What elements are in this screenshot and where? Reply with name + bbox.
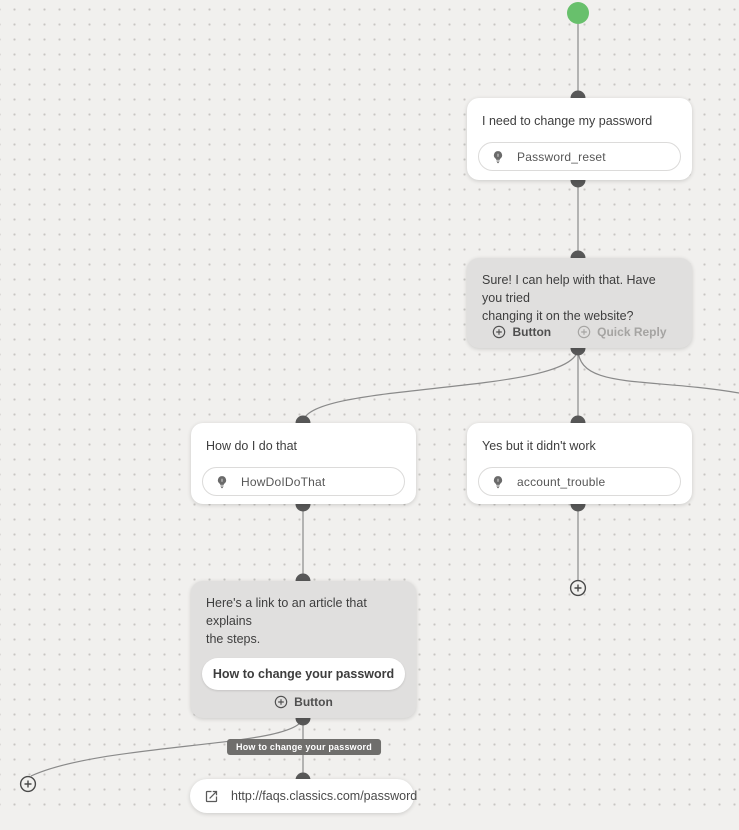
link-url-text: http://faqs.classics.com/password	[231, 789, 418, 803]
external-link-icon	[205, 790, 218, 802]
node-bot-article[interactable]: Here's a link to an article that explain…	[191, 581, 416, 718]
edge-bothelp-to-how	[302, 347, 579, 424]
add-quick-reply-action[interactable]: Quick Reply	[577, 325, 667, 339]
circle-plus-icon	[569, 579, 587, 597]
lightbulb-icon	[217, 475, 227, 488]
edge-bothelp-to-offscreen	[577, 347, 739, 394]
add-node-button[interactable]	[569, 579, 587, 597]
node-user-how[interactable]: How do I do that HowDoIDoThat	[191, 423, 416, 504]
bot-message-text: Sure! I can help with that. Have you tri…	[482, 273, 656, 323]
node-title: I need to change my password	[482, 114, 653, 128]
intent-chip-account-trouble[interactable]: account_trouble	[478, 467, 681, 496]
intent-label: Password_reset	[517, 149, 606, 164]
bot-message-text: Here's a link to an article that explain…	[206, 596, 367, 646]
node-title: How do I do that	[206, 439, 298, 453]
add-button-action[interactable]: Button	[492, 325, 551, 339]
add-node-button[interactable]	[19, 775, 37, 793]
lightbulb-icon	[493, 150, 503, 163]
circle-plus-icon	[274, 695, 288, 709]
intent-label: HowDoIDoThat	[241, 474, 326, 489]
start-node[interactable]	[567, 2, 589, 24]
circle-plus-icon	[493, 325, 506, 339]
intent-label: account_trouble	[517, 474, 606, 489]
node-link-url[interactable]: http://faqs.classics.com/password	[190, 779, 418, 813]
add-button-action[interactable]: Button	[274, 695, 333, 709]
node-bot-help[interactable]: Sure! I can help with that. Have you tri…	[467, 258, 692, 348]
node-user-didnt-work[interactable]: Yes but it didn't work account_trouble	[467, 423, 692, 504]
edge-article-to-add	[30, 717, 304, 777]
edge-label: How to change your password	[227, 739, 381, 755]
add-button-label: Button	[294, 695, 333, 709]
add-button-label: Button	[512, 325, 552, 339]
intent-chip-howdoidothat[interactable]: HowDoIDoThat	[202, 467, 405, 496]
bot-button-change-password[interactable]: How to change your password	[202, 658, 405, 690]
lightbulb-icon	[493, 475, 503, 488]
add-quick-reply-label: Quick Reply	[597, 325, 667, 339]
node-title: Yes but it didn't work	[482, 439, 596, 453]
circle-plus-icon	[577, 325, 591, 339]
canvas-bottom-edge	[0, 815, 739, 830]
node-user-password[interactable]: I need to change my password Password_re…	[467, 98, 692, 180]
circle-plus-icon	[19, 775, 37, 793]
intent-chip-password-reset[interactable]: Password_reset	[478, 142, 681, 171]
